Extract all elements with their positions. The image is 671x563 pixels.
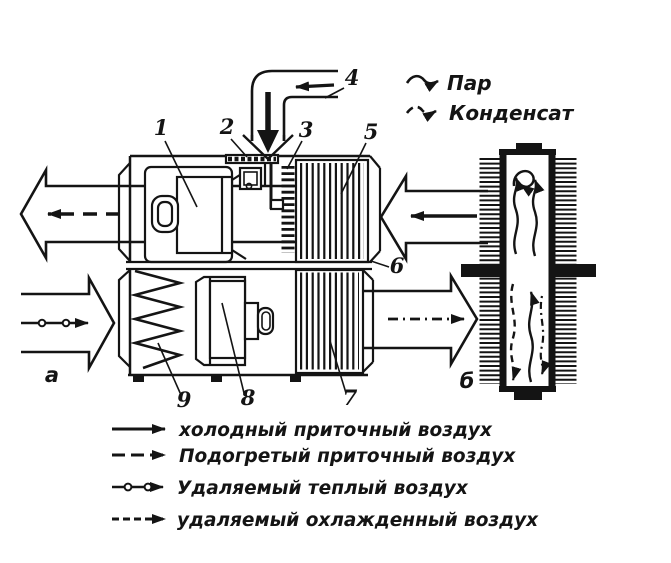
part-label-5: 5 [364, 119, 379, 144]
part-label-3: 3 [299, 117, 314, 142]
air-legend-row-dashdot: удаляемый охлажденный воздух [112, 510, 539, 531]
unit-view-a [117, 153, 382, 382]
part-label-8: 8 [240, 385, 256, 410]
view-label-b: б [460, 369, 475, 393]
view-label-a: а [45, 363, 59, 387]
mid-division [126, 260, 372, 271]
heat-pipe-detail-b [461, 143, 596, 400]
air-legend-label-4: удаляемый охлажденный воздух [177, 510, 539, 531]
condensate-line-sample [405, 105, 437, 122]
air-legend: холодный приточный воздух Подогретый при… [112, 420, 539, 531]
vapour-flow-lines [509, 169, 552, 383]
partition-right [555, 264, 596, 277]
lower-casing [117, 269, 368, 382]
air-legend-row-circle: Удаляемый теплый воздух [112, 478, 469, 499]
part-label-7: 7 [343, 385, 358, 410]
exhaust-fan [194, 275, 275, 367]
part-label-6: 6 [390, 253, 405, 278]
partition-left [461, 264, 501, 277]
air-legend-row-solid: холодный приточный воздух [112, 420, 493, 441]
supply-fan [143, 165, 247, 264]
part-label-9: 9 [177, 387, 192, 412]
air-legend-row-dashed: Подогретый приточный воздух [112, 446, 516, 467]
steam-line-sample [405, 74, 439, 92]
part-label-2: 2 [219, 114, 235, 139]
flow-circle [61, 318, 71, 328]
exhaust-in-open-arrow [21, 272, 116, 374]
air-legend-label-2: Подогретый приточный воздух [179, 446, 516, 467]
bottom-cap [514, 392, 542, 400]
top-cap [516, 143, 542, 152]
fin-strip [269, 166, 295, 253]
steam-label: Пар [447, 71, 492, 95]
part-label-4: 4 [345, 65, 360, 90]
heat-exchanger-lower [294, 268, 375, 375]
part-label-1: 1 [154, 115, 169, 140]
supply-out-open-arrow [19, 165, 298, 263]
steam-in-arrow [295, 81, 335, 92]
steam-legend: Пар Конденсат [405, 71, 575, 125]
heat-exchanger-upper [294, 158, 370, 264]
air-legend-label-3: Удаляемый теплый воздух [177, 478, 469, 499]
steam-inlet-pipe [242, 69, 338, 161]
exhaust-out-open-arrow [300, 271, 479, 369]
flow-arrows [19, 165, 488, 374]
steam-down-arrow [257, 92, 279, 153]
flow-circle [37, 318, 47, 328]
air-legend-label-1: холодный приточный воздух [178, 420, 493, 441]
filter-zigzag [129, 269, 186, 370]
condensate-label: Конденсат [449, 101, 575, 125]
part-labels: 1 2 3 4 5 6 7 8 9 а б [45, 65, 474, 412]
